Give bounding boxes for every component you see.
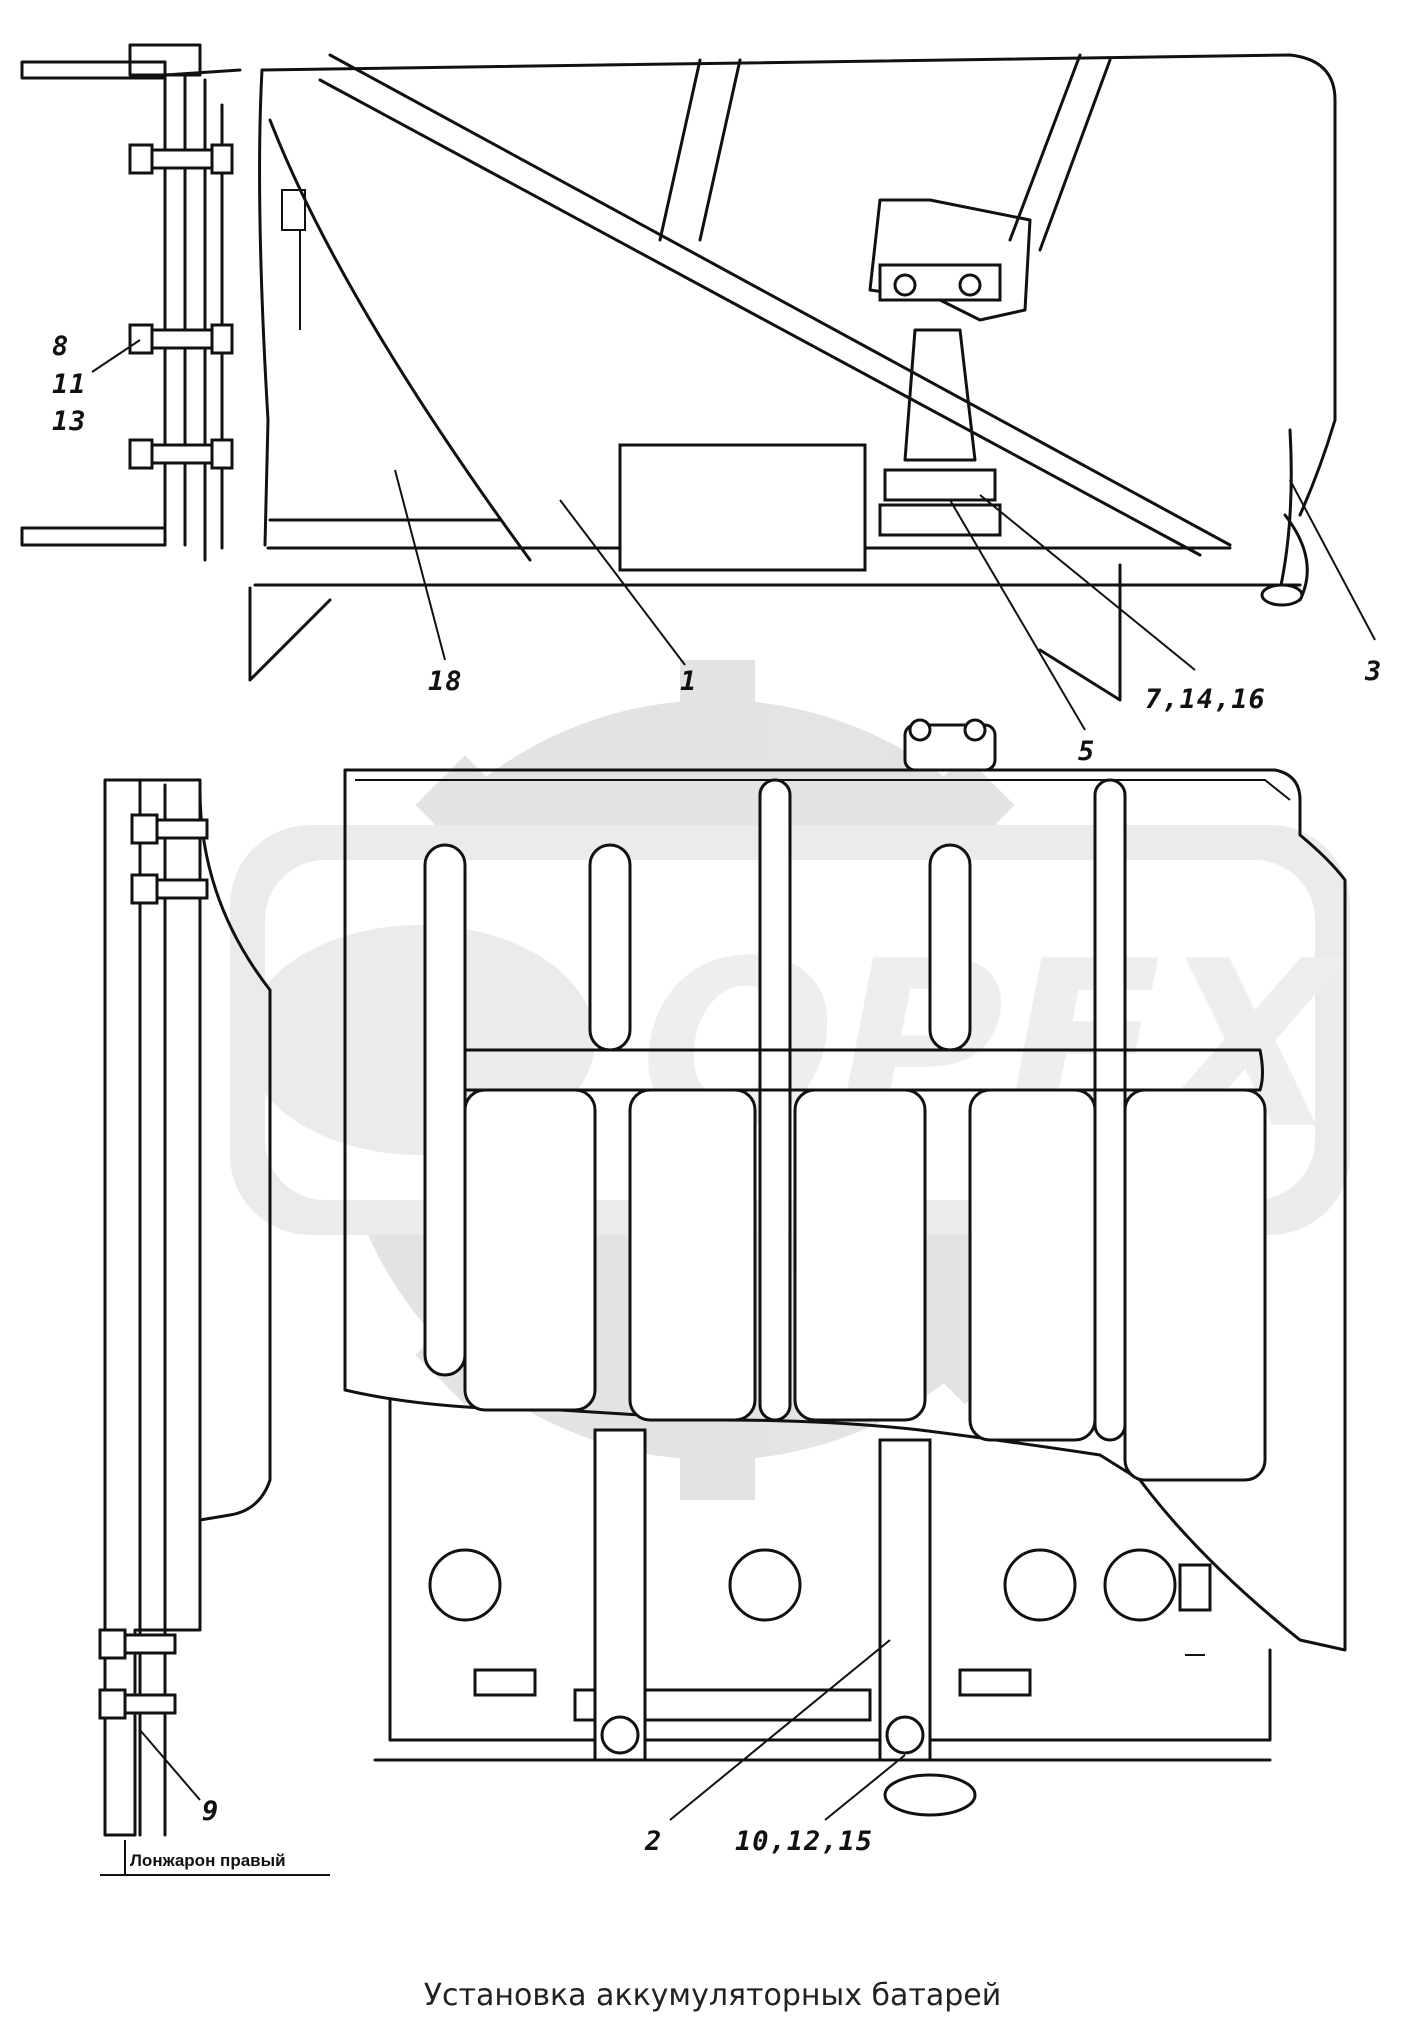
hold-down-rod: [878, 1438, 932, 1762]
rail-bolt: [128, 143, 234, 175]
callouts-top: 8 11 13 18 1 5 7,14,16 3: [52, 331, 1382, 767]
terminal-top: [903, 718, 997, 772]
cover-ribs: [423, 778, 1267, 1482]
leader-9: [139, 1729, 201, 1801]
callout-3: 3: [1364, 656, 1382, 687]
leader-10-12-15: [824, 1754, 906, 1821]
rail-bolt: [128, 438, 234, 470]
rail-bolt: [130, 873, 209, 905]
leader-2: [669, 1639, 891, 1821]
callouts-bottom: 9 2 10,12,15 Лонжарон правый: [100, 1639, 906, 1876]
callout-2: 2: [644, 1826, 662, 1857]
callout-1: 1: [680, 666, 697, 697]
drawing-caption: Установка аккумуляторных батарей: [423, 1978, 1002, 2013]
callout-11: 11: [52, 369, 87, 400]
callout-8: 8: [52, 331, 69, 362]
callout-7-14-16: 7,14,16: [1145, 684, 1266, 715]
plan-view: [98, 718, 1347, 1837]
leader-5: [949, 499, 1086, 731]
rail-bolt: [128, 323, 234, 355]
callout-5: 5: [1078, 736, 1095, 767]
callout-10-12-15: 10,12,15: [735, 1826, 873, 1857]
leader-3: [1289, 479, 1376, 641]
hold-down-rod: [593, 1428, 647, 1762]
rail-bolt: [98, 1628, 177, 1660]
rail-bolt: [98, 1688, 177, 1720]
leader-8-11-13: [91, 339, 141, 373]
callout-18: 18: [428, 666, 463, 697]
callout-9: 9: [202, 1796, 219, 1827]
frame-label: Лонжарон правый: [130, 1851, 286, 1870]
terminal-bottom: [883, 1773, 977, 1817]
callout-13: 13: [52, 406, 87, 437]
side-view: [20, 43, 1337, 702]
rail-bolt: [130, 813, 209, 845]
leader-1: [559, 499, 686, 666]
leader-7-14-16: [979, 494, 1196, 671]
leader-18: [394, 469, 446, 661]
